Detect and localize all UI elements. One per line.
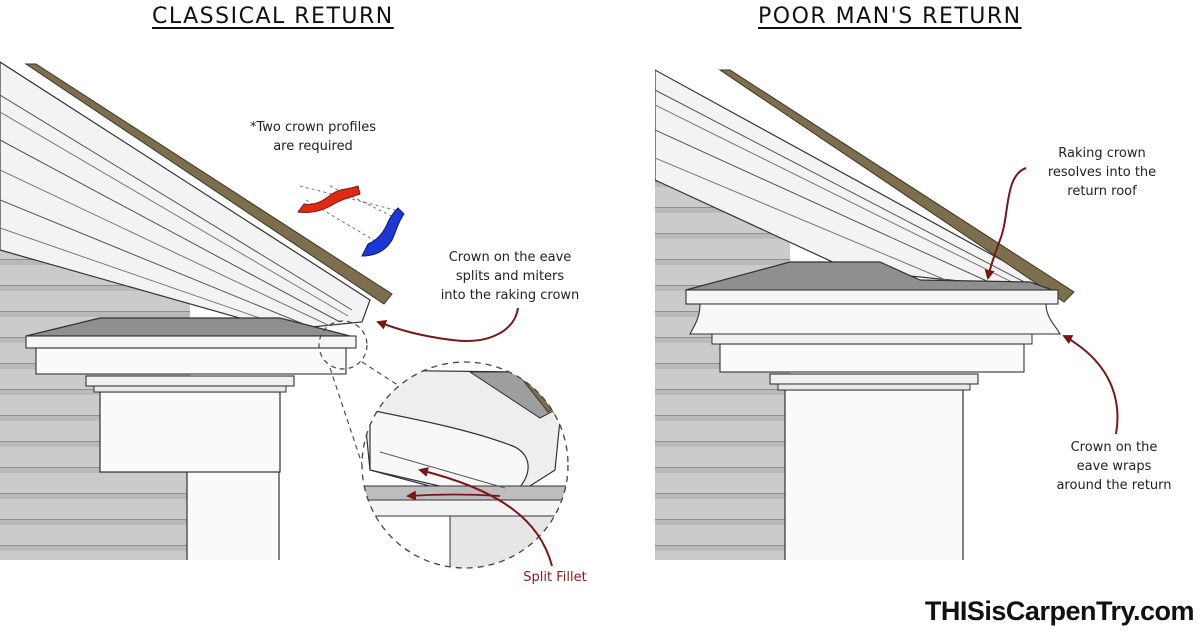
eave-cornice-right [685,289,1059,305]
title-poor-mans-return: POOR MAN'S RETURN [758,4,1022,29]
note-line: *Two crown profiles [249,120,376,135]
profile-blue [361,207,405,257]
site-logo: THISisCarpenTry.com [924,596,1195,626]
profile-red [297,185,361,213]
note-line: are required [273,139,353,154]
shingle-edge-left [24,63,393,305]
note-split-fillet: Split Fillet [500,568,610,587]
note-line: into the raking crown [440,288,580,303]
raking-crown-left [0,61,371,333]
raking-arrow [984,167,1027,280]
shingle-edge-right [718,69,1075,303]
fillet-arrow [418,467,553,567]
note-line: return roof [1067,184,1137,199]
split-fillet-detail [361,361,569,569]
note-line: resolves into the [1047,165,1157,180]
poor-mans-return-illustration [655,69,1075,560]
capital-block-left [99,391,281,473]
note-line: Crown on the eave [448,250,572,265]
pilaster-left [186,469,280,560]
note-crown-splits: Crown on the eave splits and miters into… [410,248,610,305]
note-line: Crown on the [1070,440,1158,455]
detail-callout-large [361,361,569,569]
pilaster-right [784,389,964,560]
crown-profiles-sketch [297,185,405,257]
note-line: eave wraps [1076,459,1152,474]
title-classical-return: CLASSICAL RETURN [152,4,394,29]
note-two-profiles: *Two crown profiles are required [238,118,388,156]
wrap-arrow [1062,335,1119,435]
raking-crown-right [655,69,1061,293]
detail-callout-small [318,320,368,370]
classical-return-illustration [0,61,419,560]
note-crown-wraps: Crown on the eave wraps around the retur… [1030,438,1198,495]
note-line: Raking crown [1058,146,1146,161]
note-line: around the return [1056,478,1172,493]
note-line: Split Fillet [523,570,587,585]
split-arrow [376,307,519,342]
fillet-arrow-2 [406,490,501,501]
note-line: splits and miters [455,269,565,284]
note-raking-crown: Raking crown resolves into the return ro… [1012,144,1192,201]
eave-cornice-left [25,335,357,349]
